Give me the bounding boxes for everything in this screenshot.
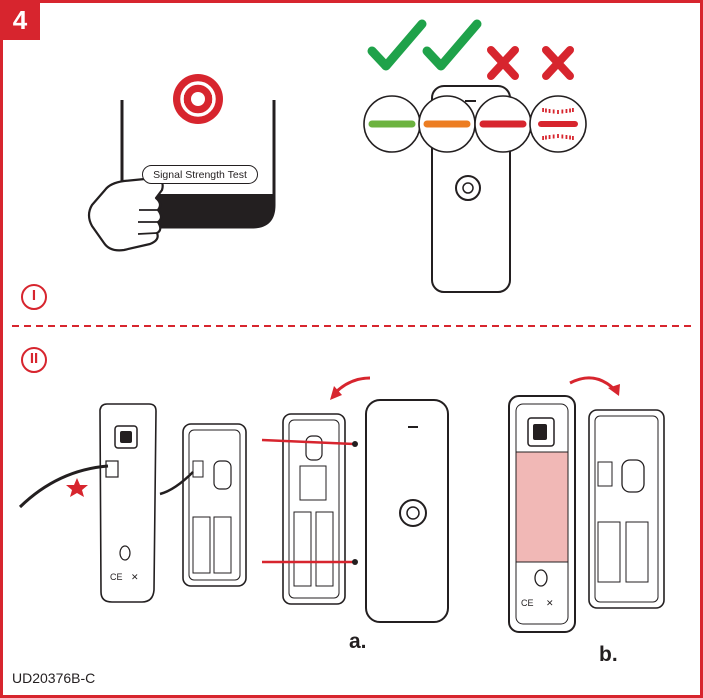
cross-icon — [487, 46, 519, 80]
check-icon — [422, 19, 482, 71]
indicator-ok-2 — [418, 19, 482, 153]
app-logo-icon — [173, 74, 223, 124]
rotate-arrow-b-icon — [569, 376, 617, 392]
section-two-label: II — [29, 350, 39, 367]
mounting-bracket-screwed — [261, 413, 358, 605]
star-icon — [66, 478, 88, 497]
indicator-ok-1 — [363, 19, 427, 153]
doorbell-back-with-cable: CE ✕ — [18, 403, 157, 603]
indicator-row — [363, 19, 587, 153]
pointing-hand-icon — [87, 176, 164, 252]
step-b-label: b. — [599, 643, 618, 666]
cross-icon — [542, 46, 574, 80]
doorbell-back-panel-b: CE ✕ — [508, 395, 576, 633]
section-two-marker — [21, 347, 47, 373]
svg-text:✕: ✕ — [131, 572, 139, 582]
svg-text:CE: CE — [110, 572, 123, 582]
section-one-marker — [21, 284, 47, 310]
signal-strength-test-button[interactable]: Signal Strength Test — [142, 165, 258, 184]
mounting-bracket-open — [159, 423, 247, 587]
svg-text:✕: ✕ — [546, 598, 554, 608]
section-one-label: I — [31, 287, 37, 304]
document-code: UD20376B-C — [12, 670, 96, 686]
check-icon — [367, 19, 427, 71]
mounting-bracket-b — [588, 409, 665, 609]
step-number-badge: 4 — [0, 0, 40, 40]
screw-marker-top — [261, 438, 355, 446]
doorbell-front-cover-a — [365, 399, 449, 623]
svg-text:CE: CE — [521, 598, 534, 608]
step-a-label: a. — [349, 630, 367, 653]
rotate-arrow-a-icon — [333, 376, 371, 395]
indicator-fail-4 — [529, 46, 587, 153]
